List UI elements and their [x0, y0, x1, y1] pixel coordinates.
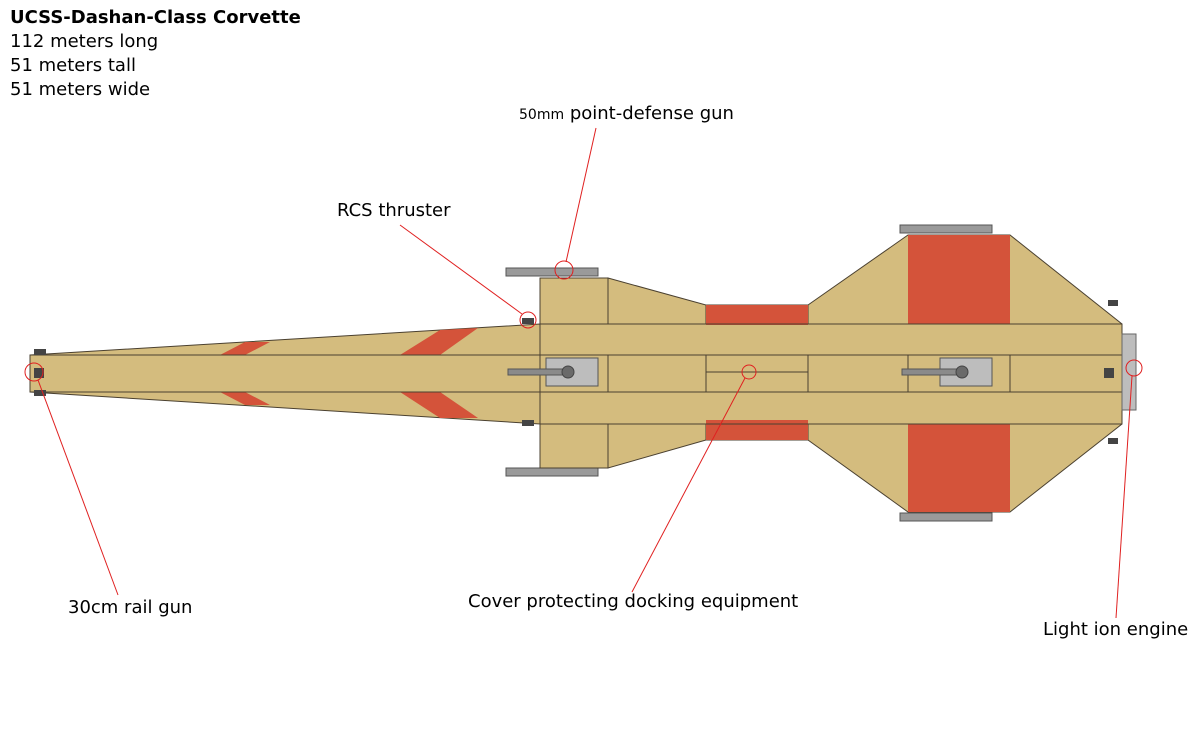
- ship-title: UCSS-Dashan-Class Corvette: [10, 7, 301, 28]
- spine-lines: [30, 323, 1122, 425]
- spec-width: 51 meters wide: [10, 79, 151, 100]
- hull-spine: [539, 323, 1123, 425]
- spec-height: 51 meters tall: [10, 55, 136, 76]
- label-ion-engine: Light ion engine: [1043, 619, 1189, 640]
- spec-length: 112 meters long: [10, 31, 159, 52]
- label-point-defense-text: point-defense gun: [564, 103, 734, 124]
- label-rcs-thruster: RCS thruster: [337, 200, 451, 221]
- rail-gun-marker: [24, 362, 44, 382]
- spine-turrets: [507, 357, 993, 387]
- label-rail-gun: 30cm rail gun: [68, 597, 193, 618]
- label-point-defense-gun: 50mm point-defense gun: [519, 103, 734, 124]
- ion-engine: [1121, 333, 1137, 411]
- hull-stripes: [220, 235, 1010, 512]
- rcs-marker: [519, 311, 537, 329]
- engine-marker: [1125, 359, 1143, 377]
- leader-lines: [24, 127, 1143, 619]
- rcs-thruster-clusters: [34, 300, 1118, 444]
- pdg-marker: [554, 260, 574, 280]
- label-point-defense-unit: 50mm: [519, 107, 565, 123]
- spec-block: UCSS-Dashan-Class Corvette 112 meters lo…: [10, 6, 301, 102]
- docking-marker: [741, 364, 757, 380]
- label-docking-cover: Cover protecting docking equipment: [468, 591, 799, 612]
